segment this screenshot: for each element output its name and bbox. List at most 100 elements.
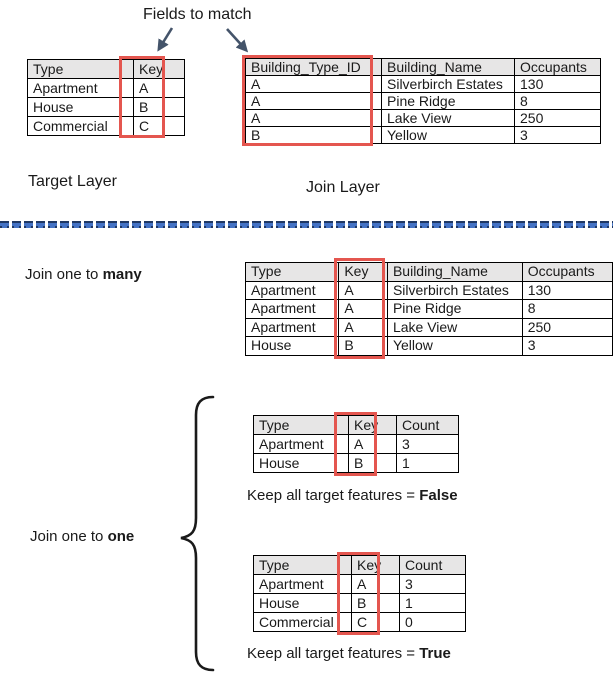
table-cell: A <box>338 299 388 319</box>
table-cell: Yellow <box>386 336 523 356</box>
table-cell: 250 <box>514 109 601 127</box>
table-cell: 3 <box>514 126 601 144</box>
caption-text: Keep all target features = <box>247 487 420 504</box>
table-cell: 8 <box>514 92 601 110</box>
table-cell: A <box>338 317 388 337</box>
table-cell: Apartment <box>244 299 340 319</box>
target-layer-label: Target Layer <box>28 173 117 190</box>
table-cell: Commercial <box>253 612 352 632</box>
label-text: Join one to <box>30 528 108 545</box>
table-cell: Pine Ridge <box>386 299 523 319</box>
join-layer-label: Join Layer <box>306 179 380 196</box>
table-cell: Silverbirch Estates <box>386 280 523 300</box>
table-cell: 8 <box>521 299 613 319</box>
table-cell: B <box>348 453 397 473</box>
table-cell: B <box>338 336 388 356</box>
join-one-to-many-label: Join one to many <box>25 266 142 283</box>
table-cell: 0 <box>399 612 466 632</box>
table-cell: Apartment <box>253 574 352 594</box>
caption-bold: True <box>419 645 451 662</box>
table-cell: 1 <box>396 453 459 473</box>
table-cell: House <box>27 97 134 117</box>
table-cell: A <box>245 109 382 127</box>
table-cell: Lake View <box>386 317 523 337</box>
table-cell: A <box>245 75 382 93</box>
left-curly-brace-icon <box>180 395 215 672</box>
column-header: Key <box>133 59 185 79</box>
table-cell: Commercial <box>27 116 134 136</box>
column-header: Type <box>244 262 340 282</box>
table-cell: Lake View <box>381 109 515 127</box>
table-cell: 130 <box>521 280 613 300</box>
column-header: Key <box>338 262 388 282</box>
column-header: Building_Name <box>381 58 515 76</box>
arrow-down-left-icon <box>157 27 174 52</box>
table-cell: House <box>244 336 340 356</box>
table-cell: B <box>351 593 400 613</box>
table-cell: 3 <box>396 434 459 454</box>
label-bold: one <box>107 528 135 545</box>
table-cell: 3 <box>399 574 466 594</box>
table-cell: Apartment <box>244 280 340 300</box>
arrow-down-right-icon <box>226 28 249 53</box>
column-header: Key <box>351 555 400 575</box>
column-header: Type <box>27 59 134 79</box>
table-cell: 3 <box>521 336 613 356</box>
table-cell: B <box>245 126 382 144</box>
table-cell: C <box>133 116 185 136</box>
join-one-to-one-label: Join one to one <box>30 528 134 545</box>
table-cell: House <box>253 593 352 613</box>
column-header: Count <box>399 555 466 575</box>
column-header: Type <box>253 415 349 435</box>
table-cell: Pine Ridge <box>381 92 515 110</box>
label-text: Join one to <box>25 266 103 283</box>
table-cell: C <box>351 612 400 632</box>
keep-false-caption: Keep all target features = False <box>247 487 458 504</box>
table-cell: House <box>253 453 349 473</box>
keep-true-caption: Keep all target features = True <box>247 645 451 662</box>
column-header: Building_Name <box>386 262 523 282</box>
table-cell: 1 <box>399 593 466 613</box>
table-cell: B <box>133 97 185 117</box>
column-header: Building_Type_ID <box>245 58 382 76</box>
table-cell: A <box>133 78 185 98</box>
caption-bold: False <box>419 487 458 504</box>
caption-text: Keep all target features = <box>247 645 420 662</box>
label-bold: many <box>102 266 142 283</box>
column-header: Occupants <box>514 58 601 76</box>
table-cell: A <box>348 434 397 454</box>
table-cell: Apartment <box>244 317 340 337</box>
column-header: Type <box>253 555 352 575</box>
column-header: Key <box>348 415 397 435</box>
table-cell: Yellow <box>381 126 515 144</box>
